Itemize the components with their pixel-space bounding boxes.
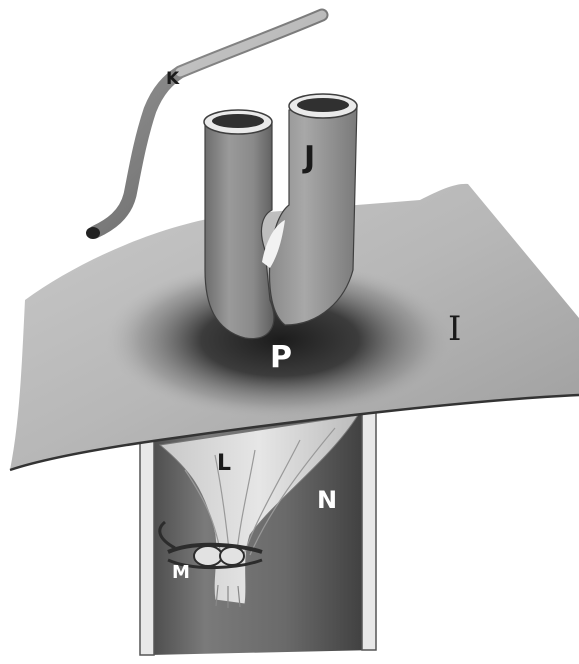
label-p: P [270,340,292,375]
thin-vessel [86,15,322,239]
label-l: L [217,451,231,476]
label-m: M [172,562,190,583]
label-n: N [317,486,337,514]
label-i: I [448,309,461,349]
paired-vessels [204,94,357,339]
label-k: K [166,69,180,89]
label-j: J [302,140,315,175]
